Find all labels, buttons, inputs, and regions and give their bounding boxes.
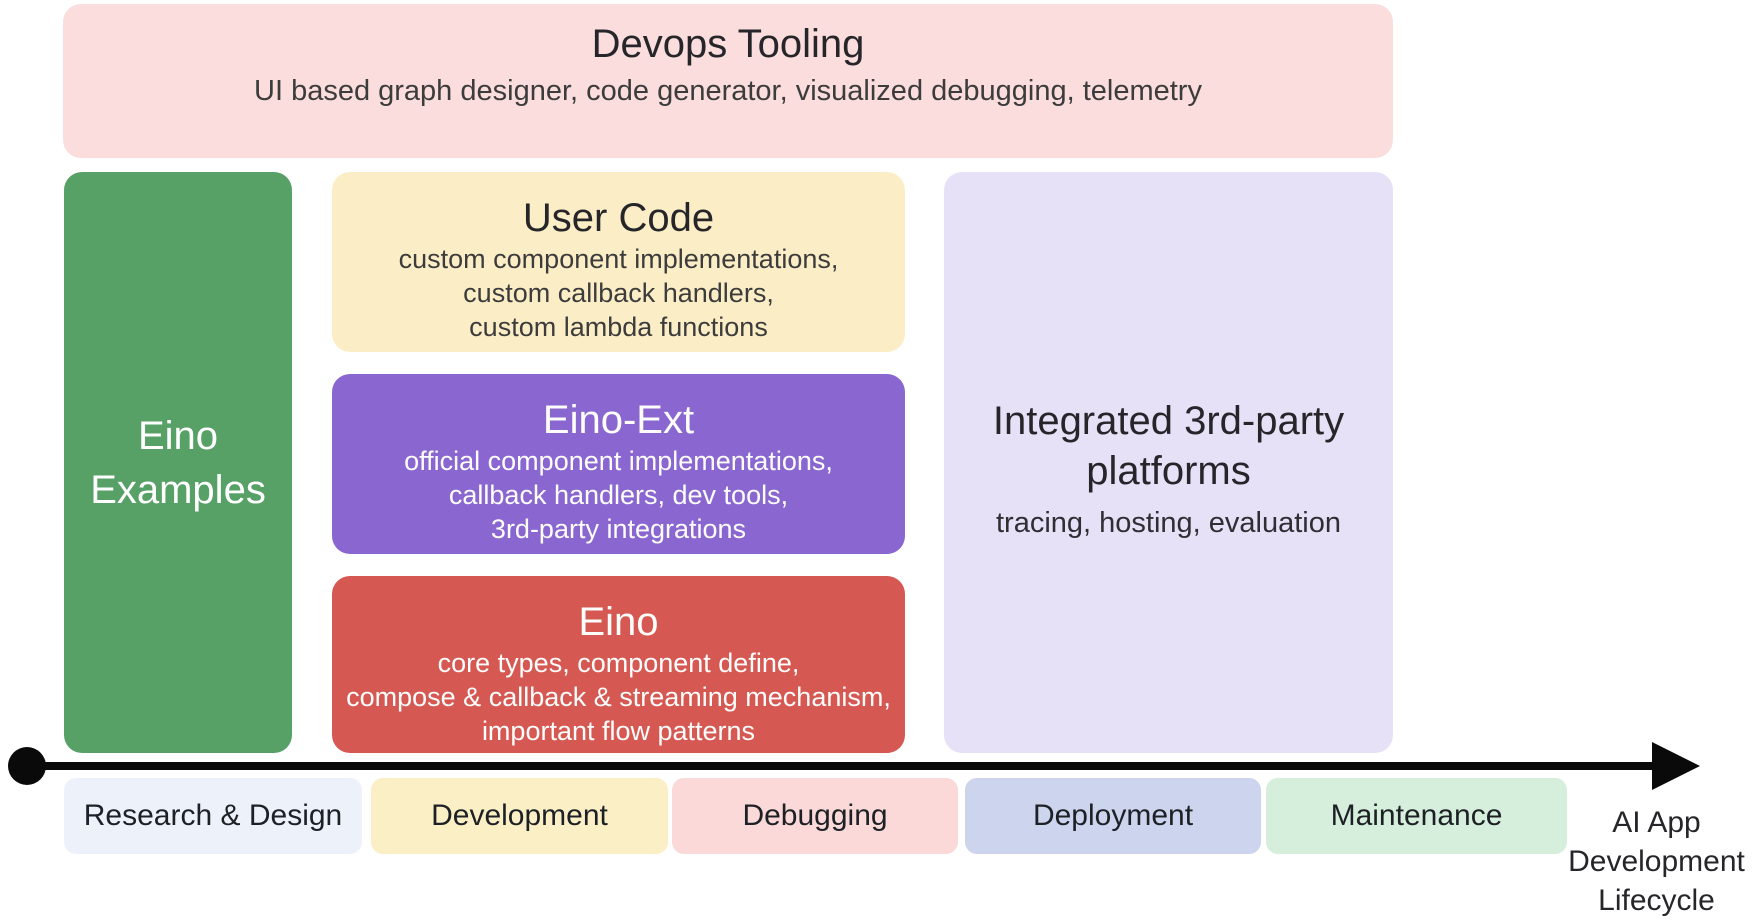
devops-tooling-title: Devops Tooling [591,22,865,66]
user-code-box: User Code custom component implementatio… [332,172,905,352]
user-code-line: custom component implementations, [398,244,839,274]
eino-core-box: Eino core types, component define, compo… [332,576,905,753]
user-code-title: User Code [522,196,715,240]
stage-research-design: Research & Design [64,778,362,854]
eino-ext-box: Eino-Ext official component implementati… [332,374,905,554]
eino-ext-line: callback handlers, dev tools, [448,480,789,510]
eino-examples-title: Eino Examples [90,413,266,512]
stage-maintenance: Maintenance [1266,778,1567,854]
integrated-platforms-box: Integrated 3rd-party platforms tracing, … [944,172,1393,753]
user-code-line: custom callback handlers, [463,278,774,308]
stage-research-design-label: Research & Design [83,799,343,832]
eino-core-line: core types, component define, [437,648,800,678]
user-code-line: custom lambda functions [469,312,768,342]
devops-tooling-box: Devops Tooling UI based graph designer, … [63,4,1393,158]
lifecycle-axis-label-line: AI App [1612,806,1701,839]
stage-debugging-label: Debugging [742,799,888,832]
timeline-axis-line [27,762,1660,770]
timeline-arrowhead-icon [1652,742,1700,790]
eino-core-title: Eino [578,600,659,644]
lifecycle-axis-label: AI App Development Lifecycle [1553,803,1760,920]
integrated-platforms-subtitle: tracing, hosting, evaluation [996,506,1341,539]
stage-deployment-label: Deployment [1032,799,1194,832]
stage-development-label: Development [431,799,608,832]
stage-debugging: Debugging [672,778,958,854]
eino-ext-title: Eino-Ext [542,398,695,442]
eino-examples-box: Eino Examples [64,172,292,753]
eino-ext-line: official component implementations, [404,446,833,476]
stage-deployment: Deployment [965,778,1261,854]
stage-development: Development [371,778,668,854]
lifecycle-axis-label-line: Lifecycle [1598,884,1715,917]
integrated-platforms-title: Integrated 3rd-party platforms [992,398,1345,493]
eino-ext-line: 3rd-party integrations [490,514,747,544]
eino-core-line: compose & callback & streaming mechanism… [346,682,891,712]
devops-tooling-subtitle: UI based graph designer, code generator,… [254,75,1202,107]
stage-maintenance-label: Maintenance [1330,799,1503,832]
lifecycle-axis-label-line: Development [1568,845,1745,878]
eino-core-line: important flow patterns [481,716,756,746]
